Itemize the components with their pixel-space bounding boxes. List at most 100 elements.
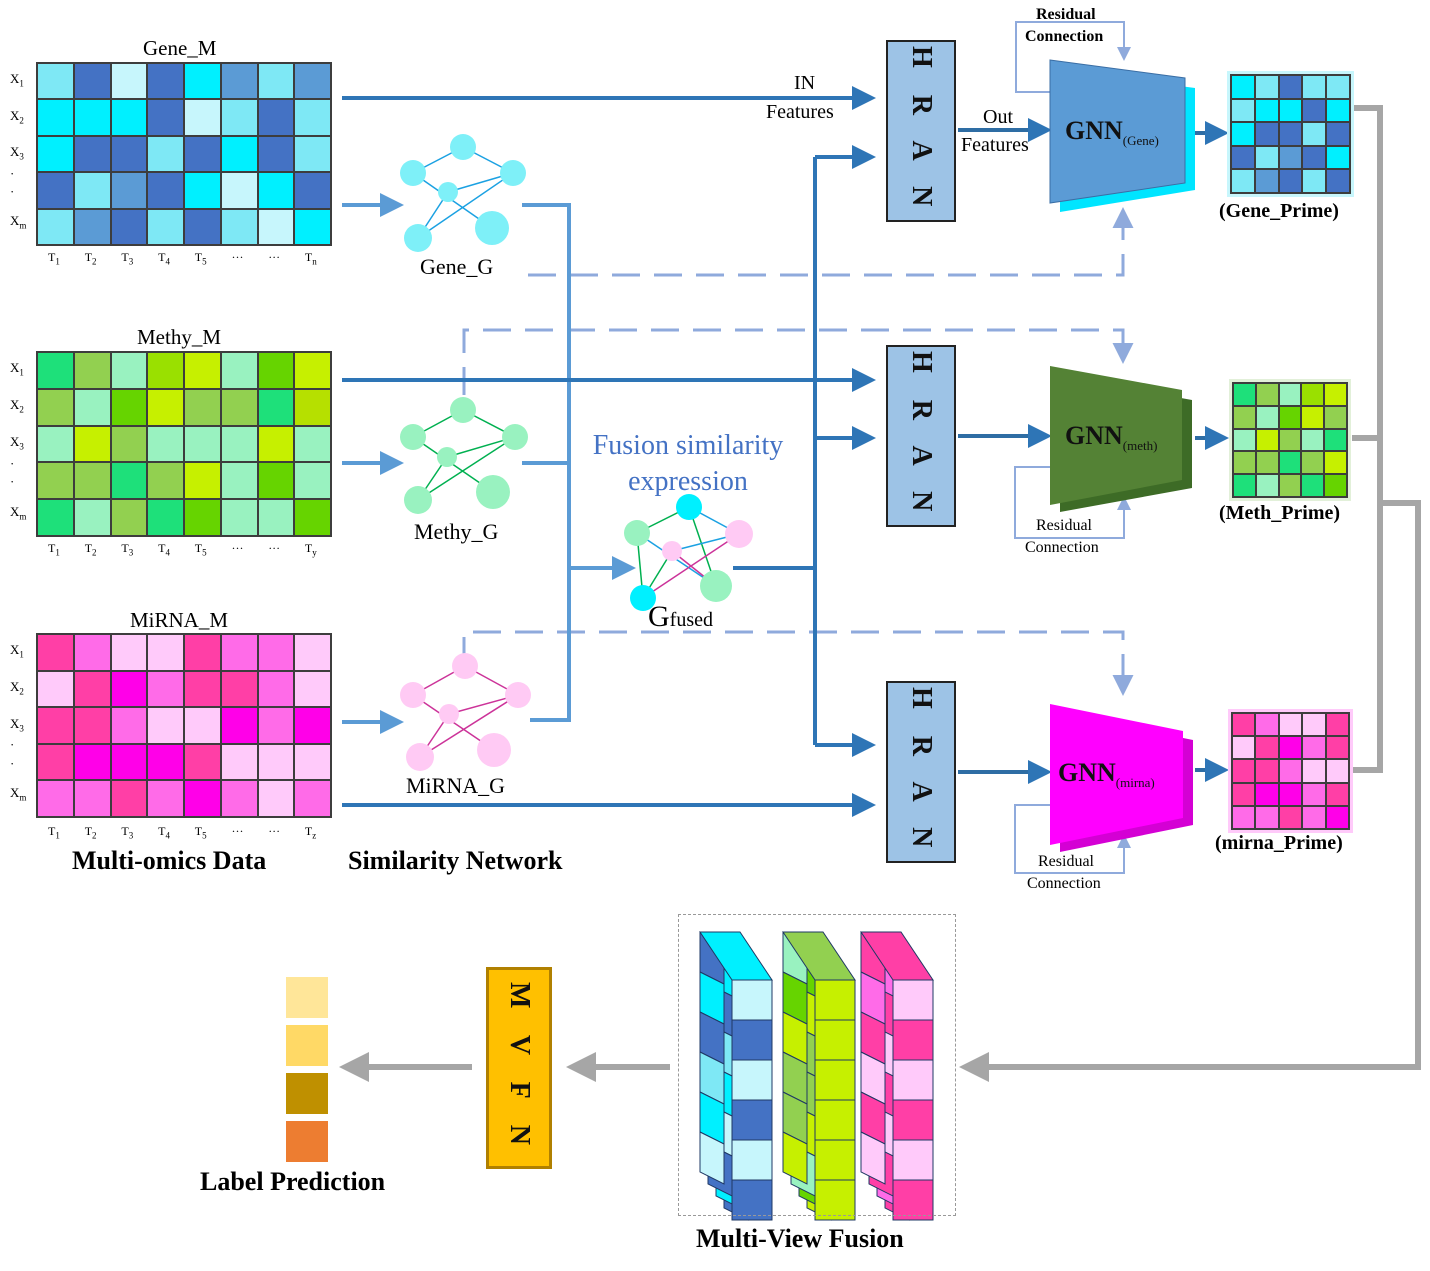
methy-matrix-cell <box>37 388 74 426</box>
mirna-matrix-cell <box>147 670 184 708</box>
gene-matrix-cell <box>147 99 184 136</box>
residual-gene-line1: Residual <box>1036 6 1096 23</box>
gene-matrix-title: Gene_M <box>143 36 217 60</box>
dashed-meth-gnn <box>462 328 1134 395</box>
gene-matrix-cell <box>110 63 148 100</box>
residual-loop-mirna <box>1014 804 1131 874</box>
mirna-row-label: X3 <box>10 715 24 734</box>
gene-row-label: X1 <box>10 71 24 89</box>
gene-row-label: · <box>10 184 15 200</box>
in-label: IN <box>794 72 816 94</box>
hran-mirna-text: H R A N <box>906 686 937 858</box>
meth-prime-cell <box>1324 383 1347 406</box>
in-features-label: Features <box>766 101 834 123</box>
meth-cube-slice <box>782 1131 808 1185</box>
methy-matrix-cell <box>37 425 74 463</box>
meth-prime-cell <box>1255 405 1279 429</box>
methy-matrix-cell <box>220 388 258 426</box>
mirna-matrix-cell <box>184 707 221 744</box>
mirna-matrix-cell <box>220 670 258 708</box>
methy-col-label: Ty <box>304 541 317 558</box>
methy-col-label: T3 <box>121 541 134 558</box>
similarity-network-label: Similarity Network <box>348 846 563 875</box>
gene-matrix-cell <box>257 135 295 173</box>
gene-matrix-cell <box>147 63 184 100</box>
mirna-prime-cell <box>1232 805 1256 829</box>
gene-matrix-cell <box>37 99 74 136</box>
meth-prime-cell <box>1301 428 1325 452</box>
mirna-col-label: Tz <box>304 824 317 841</box>
gnn-gene-label: GNN(Gene) <box>1065 116 1159 149</box>
mirna-matrix-cell <box>257 780 295 817</box>
methy-matrix-cell <box>147 388 184 426</box>
gene-prime-cell <box>1278 145 1303 170</box>
meth-prime-cell <box>1233 451 1256 475</box>
residual-gene-line2: Connection <box>1025 28 1104 45</box>
mirna-col-label: ··· <box>268 824 281 838</box>
gene-prime-cell <box>1302 145 1327 170</box>
mirna-col-label: T3 <box>121 824 134 841</box>
gene-matrix-cell <box>220 63 258 100</box>
gnn-meth-label: GNN(meth) <box>1065 421 1157 454</box>
mirna-matrix-cell <box>37 670 74 708</box>
methy-matrix-cell <box>110 499 148 536</box>
gene-prime-cell <box>1326 145 1350 170</box>
methy-matrix-cell <box>73 462 111 500</box>
gene-matrix-cell <box>294 208 331 245</box>
mirna-prime-cell <box>1232 713 1256 737</box>
residual-meth-line2: Connection <box>1025 539 1099 556</box>
gene-matrix-cell <box>184 172 221 209</box>
methy-matrix-cell <box>147 352 184 389</box>
methy-matrix-cell <box>184 388 221 426</box>
mirna-prime-cell <box>1302 782 1326 806</box>
mirna-prime-cell <box>1325 713 1349 737</box>
gene-prime-cell <box>1254 75 1279 99</box>
gene-matrix-cell <box>147 172 184 209</box>
gnn-meth-sub: (meth) <box>1122 438 1158 454</box>
gene-row-label: · <box>10 165 15 181</box>
gene-matrix-cell <box>257 172 295 209</box>
gene-cube-front-cell <box>731 1179 773 1221</box>
gene-col-label: T1 <box>48 250 60 267</box>
gene-matrix-cell <box>73 135 111 173</box>
fusion-title-line-1: Fusion similarity <box>592 430 784 461</box>
methy-row-label: · <box>10 474 15 490</box>
gray-to-mvf <box>959 500 1421 1082</box>
gene-prime-cell <box>1231 145 1255 170</box>
methy-matrix-cell <box>184 352 221 389</box>
gene-prime-cell <box>1254 98 1279 123</box>
mirna-matrix-cell <box>73 707 111 744</box>
residual-meth-line1: Residual <box>1036 517 1092 534</box>
methy-matrix-cell <box>294 352 331 389</box>
gene-prime-cell <box>1326 169 1350 193</box>
mirna-prime-cell <box>1278 713 1303 737</box>
mirna-matrix <box>36 633 332 818</box>
methy-col-label: T1 <box>48 541 60 558</box>
methy-matrix-cell <box>294 462 331 500</box>
methy-row-label: X1 <box>10 360 24 378</box>
gene-matrix-cell <box>294 63 331 100</box>
meth-prime-cell <box>1278 383 1302 406</box>
mirna-matrix-cell <box>110 670 148 708</box>
gene-matrix-cell <box>73 63 111 100</box>
mirna-matrix-cell <box>147 634 184 671</box>
gene-row-label: Xm <box>10 213 27 231</box>
gene-matrix-cell <box>110 172 148 209</box>
gene-matrix-cell <box>184 135 221 173</box>
mirna-prime-cell <box>1278 736 1303 760</box>
gene-col-label: T4 <box>158 250 170 267</box>
residual-loops <box>1014 21 1131 874</box>
mirna-matrix-cell <box>220 780 258 817</box>
mirna-row-label: X2 <box>10 678 24 697</box>
mirna-prime-cell <box>1278 759 1303 783</box>
meth-prime-cell <box>1301 474 1325 497</box>
meth-prime-cell <box>1301 451 1325 475</box>
methy-row-label: X3 <box>10 434 24 452</box>
out-features-label: Features <box>961 134 1029 156</box>
mirna-prime-label: (mirna_Prime) <box>1215 832 1343 854</box>
mirna-matrix-cell <box>184 743 221 781</box>
gnn-meth-shape <box>1050 366 1192 512</box>
mirna-row-label: X1 <box>10 642 24 660</box>
methy-matrix-cell <box>184 499 221 536</box>
gene-row-label: X3 <box>10 144 24 162</box>
